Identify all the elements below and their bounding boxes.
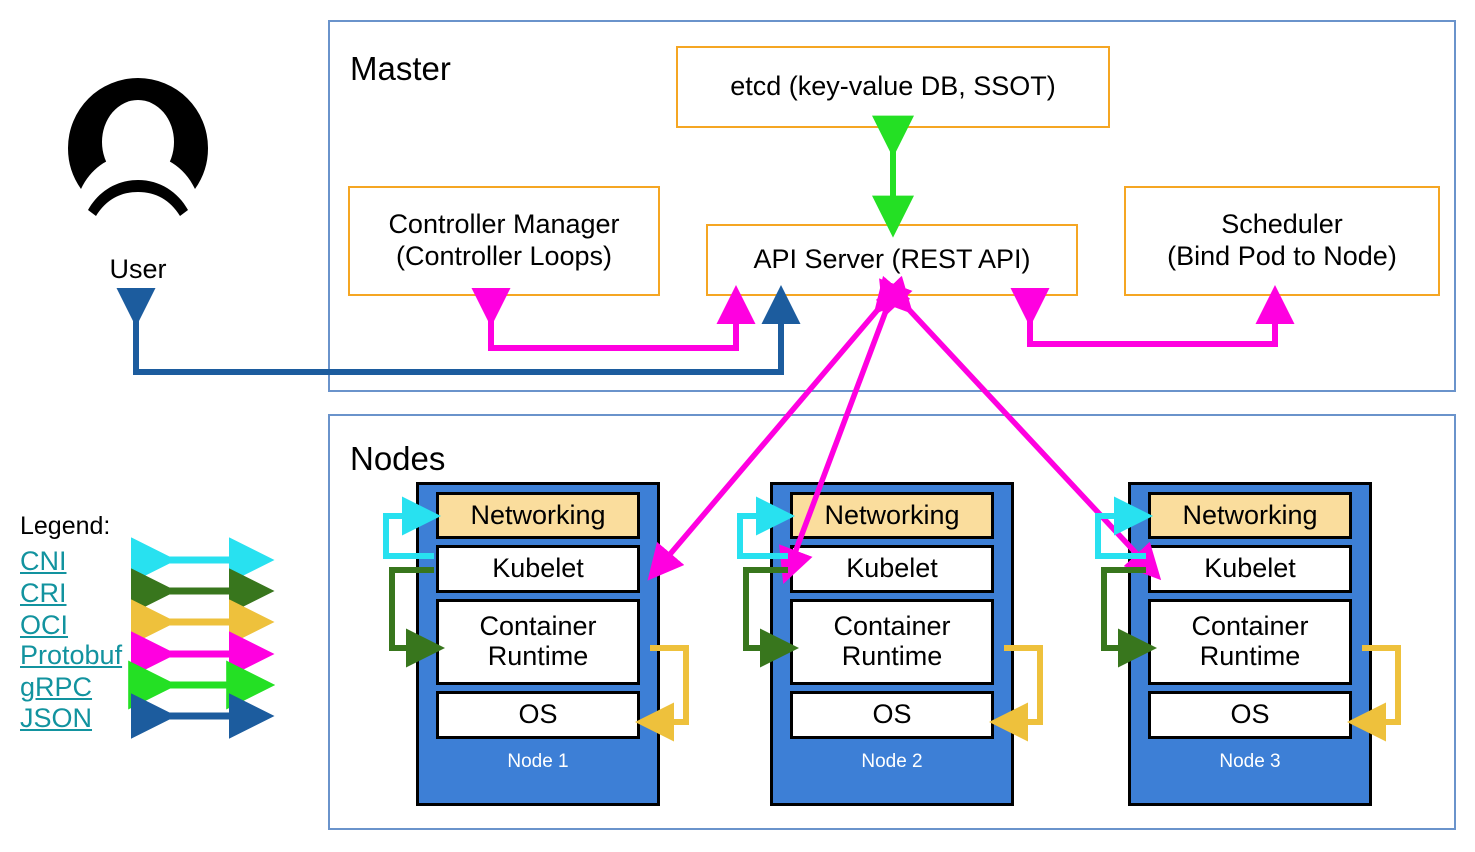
controller-manager-box[interactable]: Controller Manager (Controller Loops) (348, 186, 660, 296)
node-2-container-runtime[interactable]: Container Runtime (789, 599, 995, 685)
legend-item-cri[interactable]: CRI (20, 578, 67, 608)
node-2-runtime-line1: Container (833, 611, 951, 642)
user-label: User (109, 254, 167, 284)
node-2-kubelet[interactable]: Kubelet (789, 545, 995, 593)
master-title: Master (350, 50, 451, 87)
node-1-label: Node 1 (507, 751, 569, 772)
node-1-kubelet[interactable]: Kubelet (435, 545, 641, 593)
controller-manager-line1: Controller Manager (388, 209, 620, 240)
node-1-container-runtime[interactable]: Container Runtime (435, 599, 641, 685)
scheduler-box[interactable]: Scheduler (Bind Pod to Node) (1124, 186, 1440, 296)
node-2-runtime-line2: Runtime (841, 641, 943, 671)
node-2-label: Node 2 (861, 751, 923, 772)
legend-item-oci[interactable]: OCI (20, 610, 69, 640)
node-2[interactable]: Networking Kubelet Container Runtime OS … (770, 482, 1014, 806)
node-3-container-runtime[interactable]: Container Runtime (1147, 599, 1353, 685)
node-3-runtime-line1: Container (1191, 611, 1309, 642)
node-1-os[interactable]: OS (435, 691, 641, 739)
node-3-runtime-line2: Runtime (1199, 641, 1301, 671)
scheduler-line1: Scheduler (1221, 209, 1343, 240)
api-server-box[interactable]: API Server (REST API) (706, 224, 1078, 296)
controller-manager-line2: (Controller Loops) (395, 241, 613, 271)
node-1-runtime-line2: Runtime (487, 641, 589, 671)
legend-item-json[interactable]: JSON (20, 703, 93, 733)
node-2-os[interactable]: OS (789, 691, 995, 739)
etcd-box[interactable]: etcd (key-value DB, SSOT) (676, 46, 1110, 128)
node-3-os[interactable]: OS (1147, 691, 1353, 739)
node-3[interactable]: Networking Kubelet Container Runtime OS … (1128, 482, 1372, 806)
node-1-runtime-line1: Container (479, 611, 597, 642)
legend-item-cni[interactable]: CNI (20, 546, 67, 576)
node-1[interactable]: Networking Kubelet Container Runtime OS … (416, 482, 660, 806)
node-3-networking[interactable]: Networking (1147, 492, 1353, 539)
node-3-kubelet[interactable]: Kubelet (1147, 545, 1353, 593)
legend-item-protobuf[interactable]: Protobuf (20, 640, 123, 670)
legend-item-grpc[interactable]: gRPC (20, 672, 93, 702)
node-1-networking[interactable]: Networking (435, 492, 641, 539)
scheduler-line2: (Bind Pod to Node) (1167, 241, 1397, 271)
node-2-networking[interactable]: Networking (789, 492, 995, 539)
nodes-title: Nodes (350, 440, 446, 477)
node-3-label: Node 3 (1219, 751, 1281, 772)
legend-title: Legend: (20, 512, 111, 540)
user-avatar-icon (64, 74, 212, 222)
